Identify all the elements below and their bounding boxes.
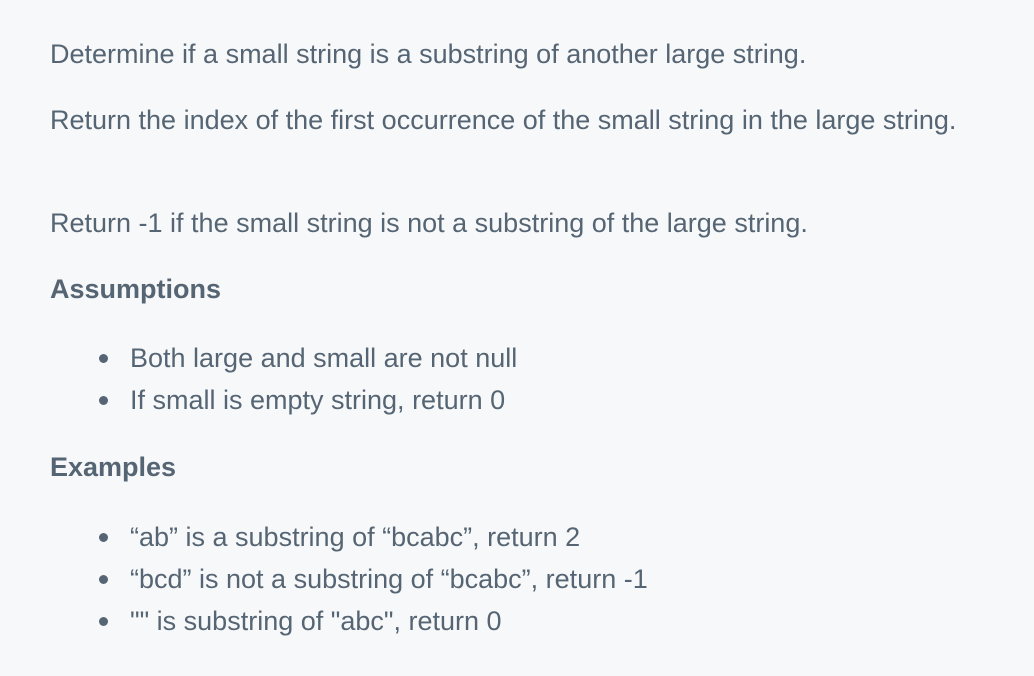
examples-list: “ab” is a substring of “bcabc”, return 2… [96, 516, 976, 642]
assumptions-heading: Assumptions [50, 274, 222, 304]
assumptions-list: Both large and small are not null If sma… [96, 337, 976, 421]
list-item: “bcd” is not a substring of “bcabc”, ret… [96, 558, 976, 600]
description-paragraph-3: Return -1 if the small string is not a s… [50, 208, 808, 238]
description-paragraph-2: Return the index of the first occurrence… [50, 105, 957, 135]
list-item: “ab” is a substring of “bcabc”, return 2 [96, 516, 976, 558]
list-item: If small is empty string, return 0 [96, 379, 976, 421]
description-paragraph-1: Determine if a small string is a substri… [50, 39, 807, 69]
list-item: "" is substring of "abc", return 0 [96, 600, 976, 642]
list-item: Both large and small are not null [96, 337, 976, 379]
examples-heading: Examples [50, 452, 177, 482]
